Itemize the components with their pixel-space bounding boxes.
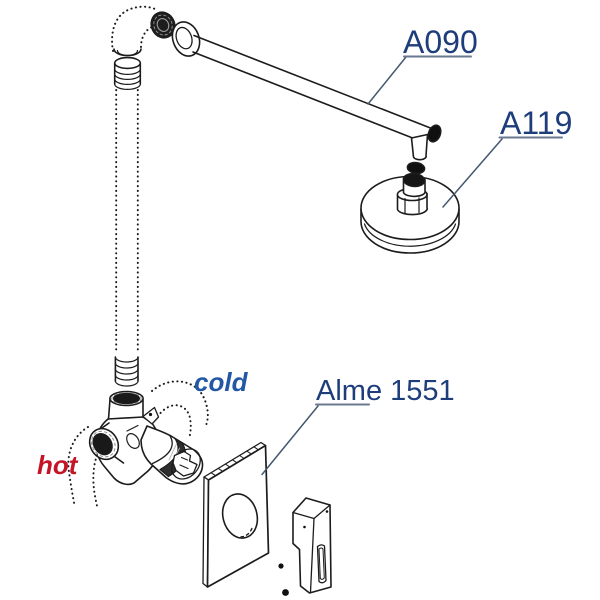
- cold-flow-arcs: [151, 380, 209, 440]
- valve-cartridge: [140, 425, 204, 485]
- elbow-nut: [150, 11, 176, 39]
- hot-flow-arcs: [67, 426, 102, 507]
- ball-joint: [402, 172, 426, 188]
- axis-dots: [278, 563, 289, 596]
- valve-hot-port: [88, 422, 125, 464]
- arm-gasket: [406, 161, 426, 175]
- faceplate: [202, 441, 270, 588]
- label-underlines: [315, 55, 563, 406]
- alme-leader: [261, 405, 319, 476]
- arm-end-cap: [427, 124, 442, 143]
- wall-elbow: [111, 5, 201, 57]
- a090-leader: [367, 56, 407, 105]
- leader-lines: [261, 56, 503, 476]
- wall-flange: [171, 21, 201, 57]
- label-shower-head: A119: [500, 105, 573, 141]
- label-hot-inlet: hot: [37, 450, 78, 480]
- a119-leader: [442, 138, 503, 208]
- riser-pipe: [113, 56, 142, 387]
- handle: [292, 497, 332, 594]
- shower-arm: [192, 34, 442, 161]
- faceplate-hole: [221, 493, 259, 539]
- label-cold-inlet: cold: [194, 367, 248, 397]
- label-shower-arm: A090: [403, 24, 478, 60]
- label-mixer-trim: Alme 1551: [316, 375, 455, 407]
- valve-top-port: [107, 390, 144, 420]
- shower-head: [360, 172, 460, 254]
- mixer-valve: [88, 390, 204, 486]
